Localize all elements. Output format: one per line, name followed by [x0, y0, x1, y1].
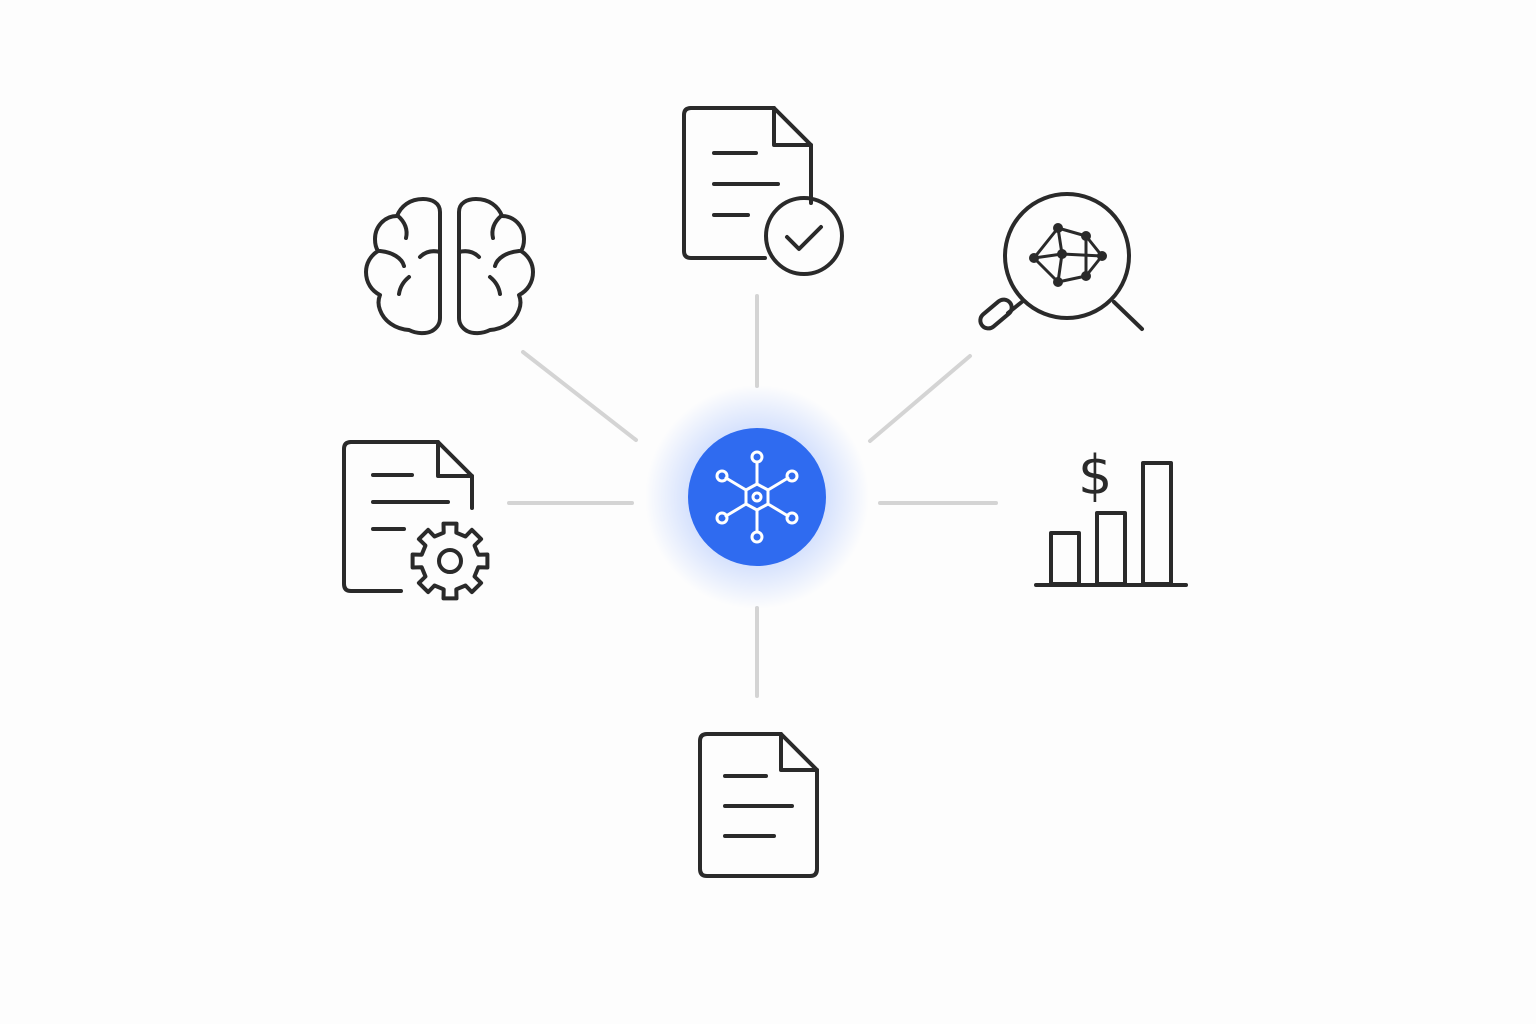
document-icon[interactable]: [698, 732, 819, 878]
hub-circle: [688, 428, 826, 566]
search-cube-icon[interactable]: [977, 192, 1144, 332]
cube-wireframe: [1032, 226, 1104, 284]
connector-brain: [521, 350, 638, 442]
brain-icon[interactable]: [364, 197, 535, 336]
connector-search-cube: [868, 354, 972, 443]
dollar-sign: $: [1078, 444, 1112, 507]
hub-network-symbol: [715, 450, 799, 544]
network-hub-icon[interactable]: [645, 385, 869, 609]
dollar-bar-chart-icon[interactable]: $: [1034, 444, 1188, 587]
document-gear-icon[interactable]: [342, 440, 490, 601]
cube-vertices: [1029, 223, 1107, 287]
document-check-icon[interactable]: [682, 106, 844, 276]
